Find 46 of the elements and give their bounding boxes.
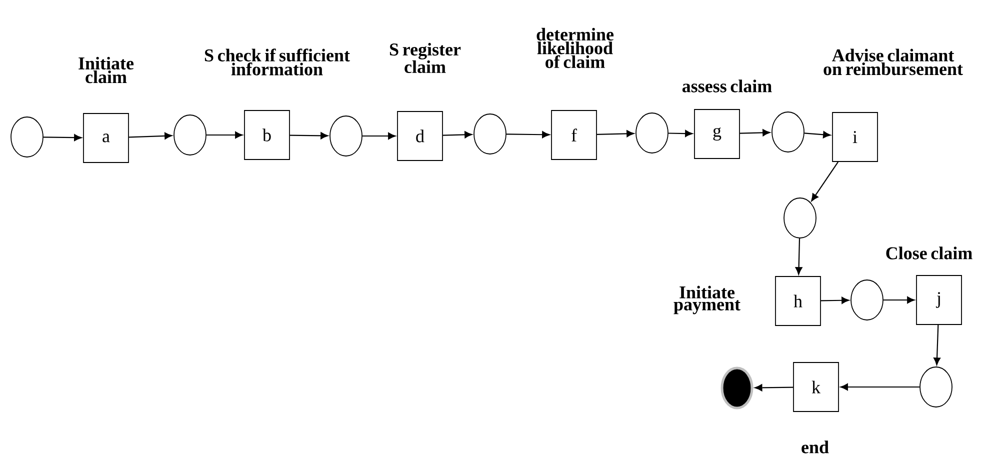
state-circle xyxy=(772,112,804,152)
arrow xyxy=(754,384,794,392)
arrow xyxy=(795,238,802,275)
state-circle xyxy=(10,116,44,158)
arrow xyxy=(442,131,472,138)
arrow xyxy=(934,324,940,366)
arrow xyxy=(804,131,831,138)
process-box: f xyxy=(551,110,597,160)
step-caption: Initiate payment xyxy=(674,286,740,314)
process-box: a xyxy=(83,113,129,163)
arrow xyxy=(128,132,172,140)
step-caption: assess claim xyxy=(682,80,772,92)
process-box: k xyxy=(793,362,839,412)
arrow xyxy=(883,296,915,304)
state-circle xyxy=(474,114,506,154)
step-caption: Advise claimant on reimbursement xyxy=(824,48,963,76)
state-circle xyxy=(784,198,816,238)
step-caption: Close claim xyxy=(886,246,972,260)
step-caption: end xyxy=(802,440,829,454)
end-dot xyxy=(720,366,754,410)
state-circle xyxy=(636,112,668,154)
process-box: j xyxy=(916,275,962,325)
state-circle xyxy=(330,116,362,156)
process-box: g xyxy=(694,109,740,159)
arrow xyxy=(840,384,920,390)
state-circle xyxy=(920,366,952,408)
state-circle xyxy=(174,114,206,156)
arrow xyxy=(668,130,693,138)
step-caption: Initiate claim xyxy=(78,56,134,84)
step-caption: S check if sufficient information xyxy=(204,48,350,76)
step-caption: S register claim xyxy=(390,42,461,74)
arrow xyxy=(506,131,550,138)
step-caption: determine likelihood of claim xyxy=(536,28,614,68)
arrow xyxy=(362,132,396,140)
process-box: b xyxy=(244,110,290,160)
arrow xyxy=(43,134,82,142)
process-box: h xyxy=(775,276,821,326)
process-box: d xyxy=(397,111,443,161)
arrow xyxy=(811,162,839,202)
arrow xyxy=(206,132,243,138)
process-box: i xyxy=(832,112,878,162)
arrow xyxy=(596,130,634,138)
arrow xyxy=(290,132,328,140)
arrow xyxy=(820,296,850,304)
state-circle xyxy=(850,280,884,320)
arrow xyxy=(740,129,770,136)
